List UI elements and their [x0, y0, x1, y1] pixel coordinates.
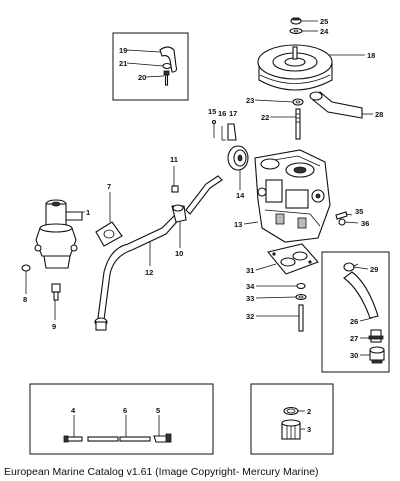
- tube-part-6: [87, 436, 151, 442]
- filter-part-3: [281, 419, 301, 440]
- callout-34: 34: [246, 282, 255, 291]
- carburetor-part: [254, 149, 331, 243]
- callout-8: 8: [23, 295, 27, 304]
- inset-box-fuel-filter: [250, 383, 334, 455]
- fitting-part-4: [63, 435, 83, 443]
- callout-26: 26: [350, 317, 358, 326]
- fitting-part-9: [51, 283, 61, 301]
- gasket-part-2: [283, 406, 299, 416]
- gasket-part-7: [95, 221, 123, 247]
- screw-part-15: [211, 119, 217, 138]
- wing-nut-part-25: [290, 17, 302, 25]
- air-cleaner-part: [257, 44, 333, 91]
- callout-25: 25: [320, 17, 328, 26]
- nut-part-34: [296, 282, 306, 290]
- screw-part-35: [335, 211, 348, 220]
- callout-24: 24: [320, 27, 329, 36]
- leader-lines: [25, 20, 373, 437]
- inset-box-vent-hose: [321, 251, 390, 373]
- bracket-clip-part: [159, 46, 178, 73]
- fuel-pump-part: [34, 199, 83, 269]
- connector-part-11: [171, 185, 179, 193]
- washer-part-36: [338, 218, 346, 226]
- callout-7: 7: [107, 182, 111, 191]
- callout-15: 15: [208, 107, 216, 116]
- callout-21: 21: [119, 59, 127, 68]
- callout-35: 35: [355, 207, 363, 216]
- washer-part-21: [162, 62, 172, 70]
- callout-16: 16: [218, 109, 226, 118]
- hose-part-26: [343, 271, 379, 319]
- callout-4: 4: [71, 406, 76, 415]
- callout-17: 17: [229, 109, 237, 118]
- callout-12: 12: [145, 268, 153, 277]
- callout-29: 29: [370, 265, 378, 274]
- callout-3: 3: [307, 425, 311, 434]
- callout-18: 18: [367, 51, 375, 60]
- choke-housing-part: [227, 145, 249, 171]
- callout-6: 6: [123, 406, 127, 415]
- callout-30: 30: [350, 351, 358, 360]
- stud-part-32: [298, 304, 304, 332]
- screw-part-8: [21, 264, 31, 284]
- callout-36: 36: [361, 219, 369, 228]
- callout-22: 22: [261, 113, 269, 122]
- callout-19: 19: [119, 46, 127, 55]
- clip-part-16: [221, 126, 226, 141]
- callout-23: 23: [246, 96, 254, 105]
- callout-14: 14: [236, 191, 245, 200]
- image-caption: European Marine Catalog v1.61 (Image Cop…: [4, 466, 319, 478]
- callout-10: 10: [175, 249, 183, 258]
- inset-box-fuel-line-fittings: [112, 32, 189, 101]
- elbow-part-5: [153, 433, 172, 443]
- callout-32: 32: [246, 312, 254, 321]
- inset-box-fuel-line-kit: [29, 383, 214, 455]
- callout-11: 11: [170, 155, 178, 164]
- screw-part-20: [163, 70, 170, 86]
- callout-2: 2: [307, 407, 311, 416]
- washer-part-33: [295, 293, 307, 301]
- gasket-part-31: [267, 243, 319, 275]
- callout-33: 33: [246, 294, 254, 303]
- washer-part-24: [289, 27, 303, 35]
- callout-5: 5: [156, 406, 160, 415]
- nut-part-23: [292, 98, 304, 106]
- valve-part-30: [369, 346, 385, 364]
- fitting-part-10: [171, 204, 187, 223]
- callout-27: 27: [350, 334, 358, 343]
- stud-part-22: [295, 108, 301, 140]
- elbow-part-27: [368, 329, 384, 343]
- callout-20: 20: [138, 73, 146, 82]
- callout-labels: 1 2 3 4 5 6 7 8 9 10 11 12 13 14 15 16 1…: [23, 17, 383, 434]
- callout-1: 1: [86, 208, 90, 217]
- callout-13: 13: [234, 220, 242, 229]
- vent-hose-part: [309, 91, 363, 119]
- bracket-part-17: [227, 123, 237, 141]
- fuel-line-to-carb-part: [185, 175, 223, 215]
- callout-9: 9: [52, 322, 56, 331]
- callout-31: 31: [246, 266, 254, 275]
- callout-28: 28: [375, 110, 383, 119]
